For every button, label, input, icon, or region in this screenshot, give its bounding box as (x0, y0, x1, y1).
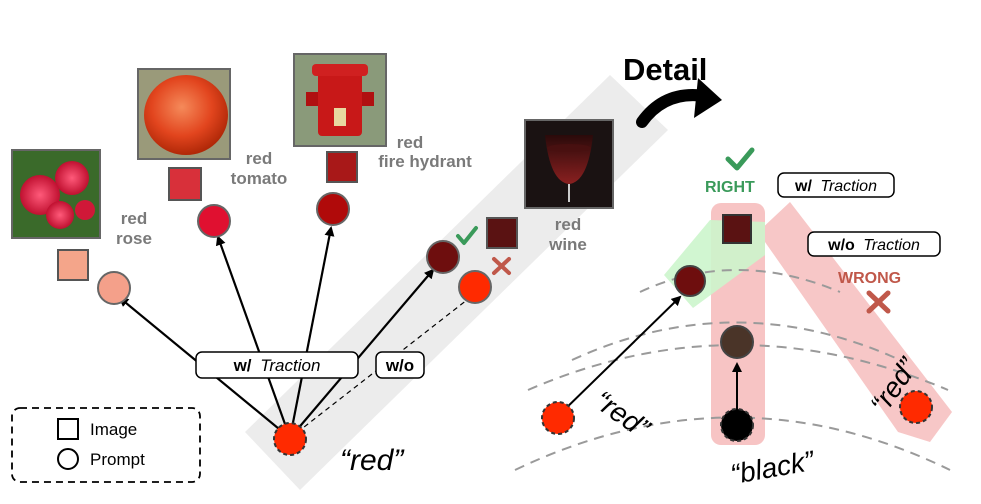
prompt-without (458, 270, 492, 304)
detail-prompt-mid (720, 325, 754, 359)
detail-word-red: “red” (589, 385, 657, 445)
legend-prompt-circle (57, 448, 79, 470)
detail-arrowhead (694, 78, 722, 118)
source-prompt-label: “red” (340, 444, 405, 477)
detail-prompt-right (674, 265, 706, 297)
prompt-rose (97, 271, 131, 305)
detail-with-italic: Traction (820, 178, 877, 195)
legend-prompt-label: Prompt (90, 450, 145, 469)
check-icon (456, 226, 478, 245)
detail-prompt-red-diag (899, 390, 933, 424)
swatch-wine (486, 217, 518, 249)
label-hydrant-1: red (397, 133, 423, 152)
legend-image-label: Image (90, 420, 137, 439)
image-red-wine (524, 119, 614, 209)
with-traction-italic: Traction (260, 356, 320, 375)
image-rose (11, 149, 101, 239)
image-fire-hydrant (293, 53, 387, 147)
edges (118, 226, 473, 439)
edge-to-wine (289, 268, 435, 439)
label-rose-1: red (121, 209, 147, 228)
detail-word-black: “black” (728, 445, 818, 490)
wrong-label: WRONG (838, 270, 901, 287)
legend: Image Prompt (11, 407, 201, 483)
label-tomato-1: red (246, 149, 272, 168)
image-tomato (137, 68, 231, 160)
right-check-icon (725, 147, 755, 171)
detail-with-traction-pill: w/ Traction (777, 172, 895, 198)
swatch-rose (57, 249, 89, 281)
svg-text:w/ Traction: w/ Traction (233, 356, 321, 375)
prompt-wine (426, 240, 460, 274)
prompt-tomato (197, 204, 231, 238)
legend-image-square (57, 418, 79, 440)
swatch-tomato (168, 167, 202, 201)
prompt-hydrant (316, 192, 350, 226)
without-pill: w/o (375, 351, 425, 379)
detail-without-traction-pill: w/o Traction (807, 231, 941, 257)
without-label: w/o (385, 356, 414, 375)
wrong-band (758, 202, 952, 442)
label-rose-2: rose (116, 229, 152, 248)
detail-prompt-red (541, 401, 575, 435)
svg-text:w/ Traction: w/ Traction (794, 178, 877, 195)
edge-to-hydrant (288, 226, 335, 439)
wrong-cross-icon (866, 290, 891, 314)
edge-to-tomato (215, 235, 292, 439)
detail-with-bold: w/ (794, 178, 812, 195)
with-traction-bold: w/ (233, 356, 252, 375)
right-label: RIGHT (705, 179, 755, 196)
swatch-hydrant (326, 151, 358, 183)
with-traction-pill: w/ Traction (195, 351, 359, 379)
label-wine-1: red (555, 215, 581, 234)
svg-text:w/o Traction: w/o Traction (827, 237, 920, 254)
detail-without-bold: w/o (827, 237, 855, 254)
edge-without (289, 295, 473, 439)
right-shades (664, 202, 952, 445)
detail-wine-swatch (722, 214, 752, 244)
detail-title: Detail (623, 52, 707, 87)
detail-without-italic: Traction (863, 237, 920, 254)
cross-icon (492, 257, 511, 275)
label-hydrant-2: fire hydrant (378, 152, 472, 171)
source-prompt-red (273, 422, 307, 456)
label-tomato-2: tomato (231, 169, 288, 188)
label-wine-2: wine (548, 235, 587, 254)
detail-edge-red-to-right (557, 295, 682, 417)
detail-prompt-black (720, 408, 754, 442)
